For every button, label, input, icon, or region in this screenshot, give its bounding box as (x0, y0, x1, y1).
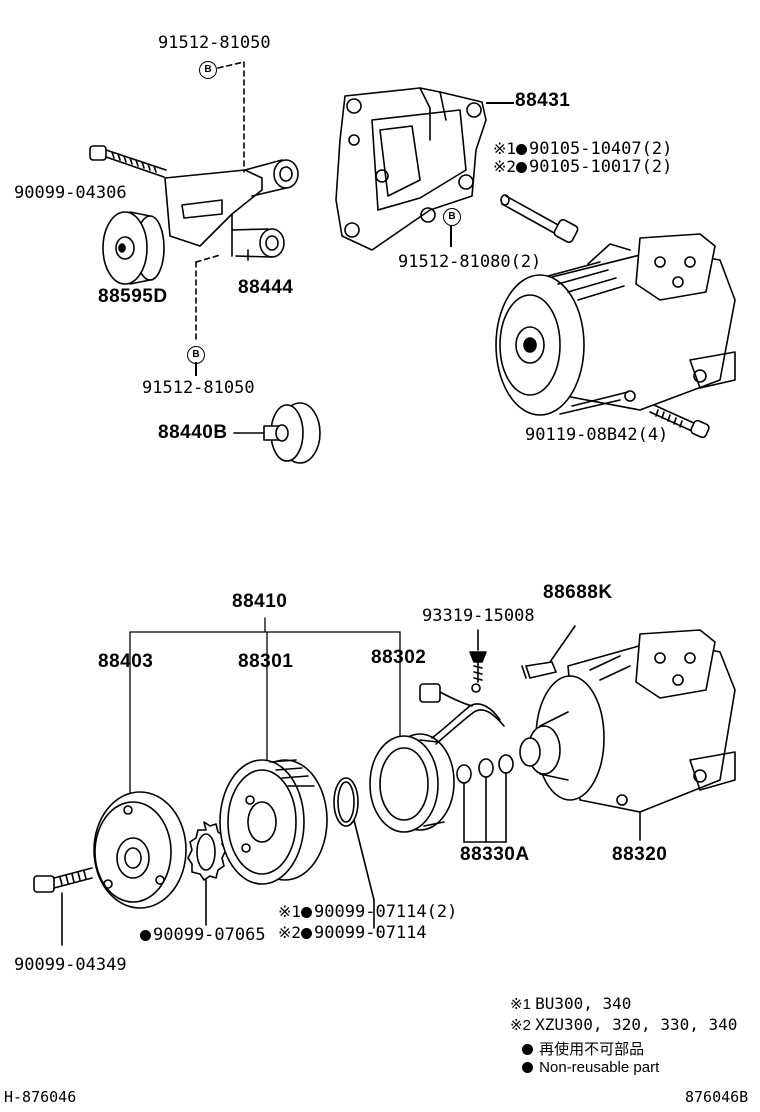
part-number-90105-10017: ※2 90105-10017(2) (493, 157, 672, 177)
part-number-88431: 88431 (515, 90, 571, 111)
screw-93319-drawing (469, 629, 487, 683)
legend-note1-text: BU300, 340 (535, 994, 632, 1013)
note1-marker: ※1 (493, 139, 517, 158)
marker-b-1: B (199, 61, 217, 79)
bracket-88444-drawing (164, 159, 299, 261)
leader-91512-81050-bottom (195, 362, 197, 376)
legend-line-1: ※1 BU300, 340 (510, 994, 631, 1013)
bolt-90105-drawing (500, 194, 579, 244)
non-reusable-dot-icon (301, 907, 313, 918)
part-number-90099-04349: 90099-04349 (14, 955, 127, 975)
bolt-90099-04349-drawing (33, 867, 93, 946)
marker-b-2: B (443, 208, 461, 226)
legend-note2-mark: ※2 (510, 1017, 531, 1034)
marker-b-text: B (204, 64, 212, 75)
part-number-90099-07065-text: 90099-07065 (153, 925, 266, 945)
footer-left-code: H-876046 (4, 1088, 77, 1106)
part-number-93319-15008: 93319-15008 (422, 606, 535, 626)
marker-b-text: B (192, 349, 200, 360)
part-number-90099-07114-2: ※1 90099-07114(2) (278, 902, 457, 922)
part-number-88440B: 88440B (158, 422, 228, 443)
legend-en-text: Non-reusable part (539, 1059, 660, 1076)
bolt-90099-04306-drawing (89, 145, 167, 178)
part-number-88688K: 88688K (543, 582, 613, 603)
note2-marker: ※2 (278, 923, 302, 942)
legend-note1-mark: ※1 (510, 996, 531, 1013)
part-number-88403: 88403 (98, 651, 154, 672)
part-number-90099-04306: 90099-04306 (14, 183, 127, 203)
clip-88688K-drawing (521, 625, 576, 679)
o-rings-88330A-drawing (456, 754, 514, 843)
snap-ring-drawing (333, 777, 375, 929)
non-reusable-dot-icon (140, 930, 151, 941)
part-number-88320: 88320 (612, 844, 668, 865)
bracket-88431-drawing (335, 87, 487, 251)
legend-note2-text: XZU300, 320, 330, 340 (535, 1015, 738, 1034)
non-reusable-dot-icon (301, 928, 313, 939)
shim-90099-07065-drawing (187, 821, 227, 926)
part-number-88595D: 88595D (98, 286, 168, 307)
part-number-90099-07114: ※2 90099-07114 (278, 923, 427, 943)
leader-88431 (486, 102, 514, 104)
part-number-90099-07065: 90099-07065 (140, 925, 266, 945)
marker-b-text: B (448, 211, 456, 222)
pulley-88301-drawing (219, 759, 328, 885)
part-number-91512-81050-top: 91512-81050 (158, 33, 271, 53)
non-reusable-dot-icon (522, 1062, 533, 1073)
non-reusable-dot-icon (522, 1044, 533, 1055)
part-number-90105-10407-text: 90105-10407(2) (529, 139, 673, 159)
part-number-90105-10017-text: 90105-10017(2) (529, 157, 673, 177)
note2-marker: ※2 (493, 157, 517, 176)
field-coil-88302-drawing (369, 683, 505, 833)
part-number-90105-10407: ※1 90105-10407(2) (493, 139, 672, 159)
clutch-hub-88403-drawing (93, 791, 187, 909)
part-number-90119-08B42: 90119-08B42(4) (525, 425, 669, 445)
part-number-88302: 88302 (371, 647, 427, 668)
compressor-88320-drawing (519, 629, 736, 841)
legend-line-4: Non-reusable part (522, 1059, 659, 1076)
bolt-90119-drawing (649, 404, 710, 439)
legend-line-3: 再使用不可部品 (522, 1038, 644, 1059)
compressor-assembly-top-drawing (495, 233, 736, 416)
leader-88410-bracket (129, 617, 401, 801)
part-number-91512-81050-bottom: 91512-81050 (142, 378, 255, 398)
footer-right-code: 876046B (685, 1088, 749, 1106)
leader-91512-81080 (450, 225, 452, 247)
legend-line-2: ※2 XZU300, 320, 330, 340 (510, 1015, 737, 1034)
note1-marker: ※1 (278, 902, 302, 921)
part-number-88410: 88410 (232, 591, 288, 612)
legend-jp-text: 再使用不可部品 (539, 1041, 645, 1058)
part-number-88330A: 88330A (460, 844, 530, 865)
non-reusable-dot-icon (516, 162, 528, 173)
non-reusable-dot-icon (516, 144, 528, 155)
part-number-88301: 88301 (238, 651, 294, 672)
part-number-88444: 88444 (238, 277, 294, 298)
pulley-88595D-drawing (102, 211, 165, 285)
idler-88440B-drawing (233, 402, 321, 464)
dashed-leaders-top (195, 61, 245, 341)
part-number-90099-07114-text: 90099-07114 (314, 923, 427, 943)
part-number-90099-07114-2-text: 90099-07114(2) (314, 902, 458, 922)
part-number-91512-81080: 91512-81080(2) (398, 252, 542, 272)
